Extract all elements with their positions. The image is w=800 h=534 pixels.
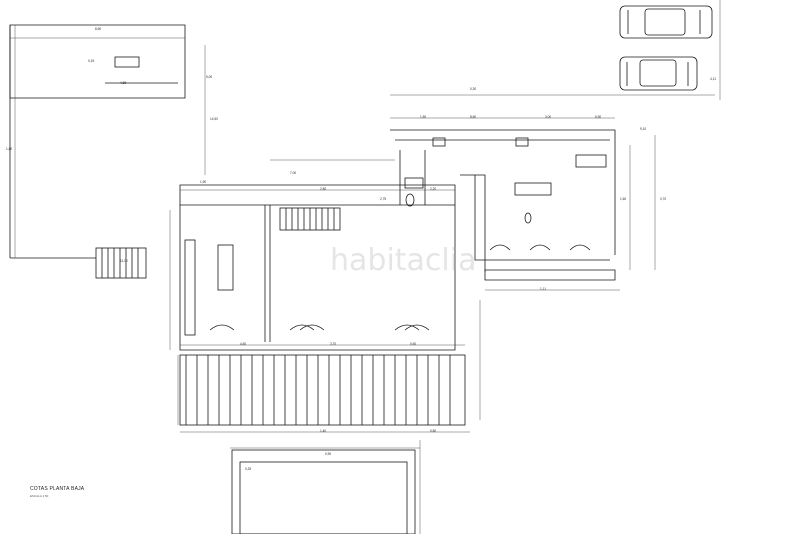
drawing-title: COTAS PLANTA BAJA [30,486,85,492]
scale-note: ESCALA 1:50 [30,494,49,498]
dimension-lines [10,0,721,534]
car-icon [619,56,698,91]
car-icon [619,5,713,39]
drawing-title-block: COTAS PLANTA BAJA ESCALA 1:50 [30,486,84,498]
watermark-text: habitaclia [330,243,477,278]
building-outline [9,5,713,534]
